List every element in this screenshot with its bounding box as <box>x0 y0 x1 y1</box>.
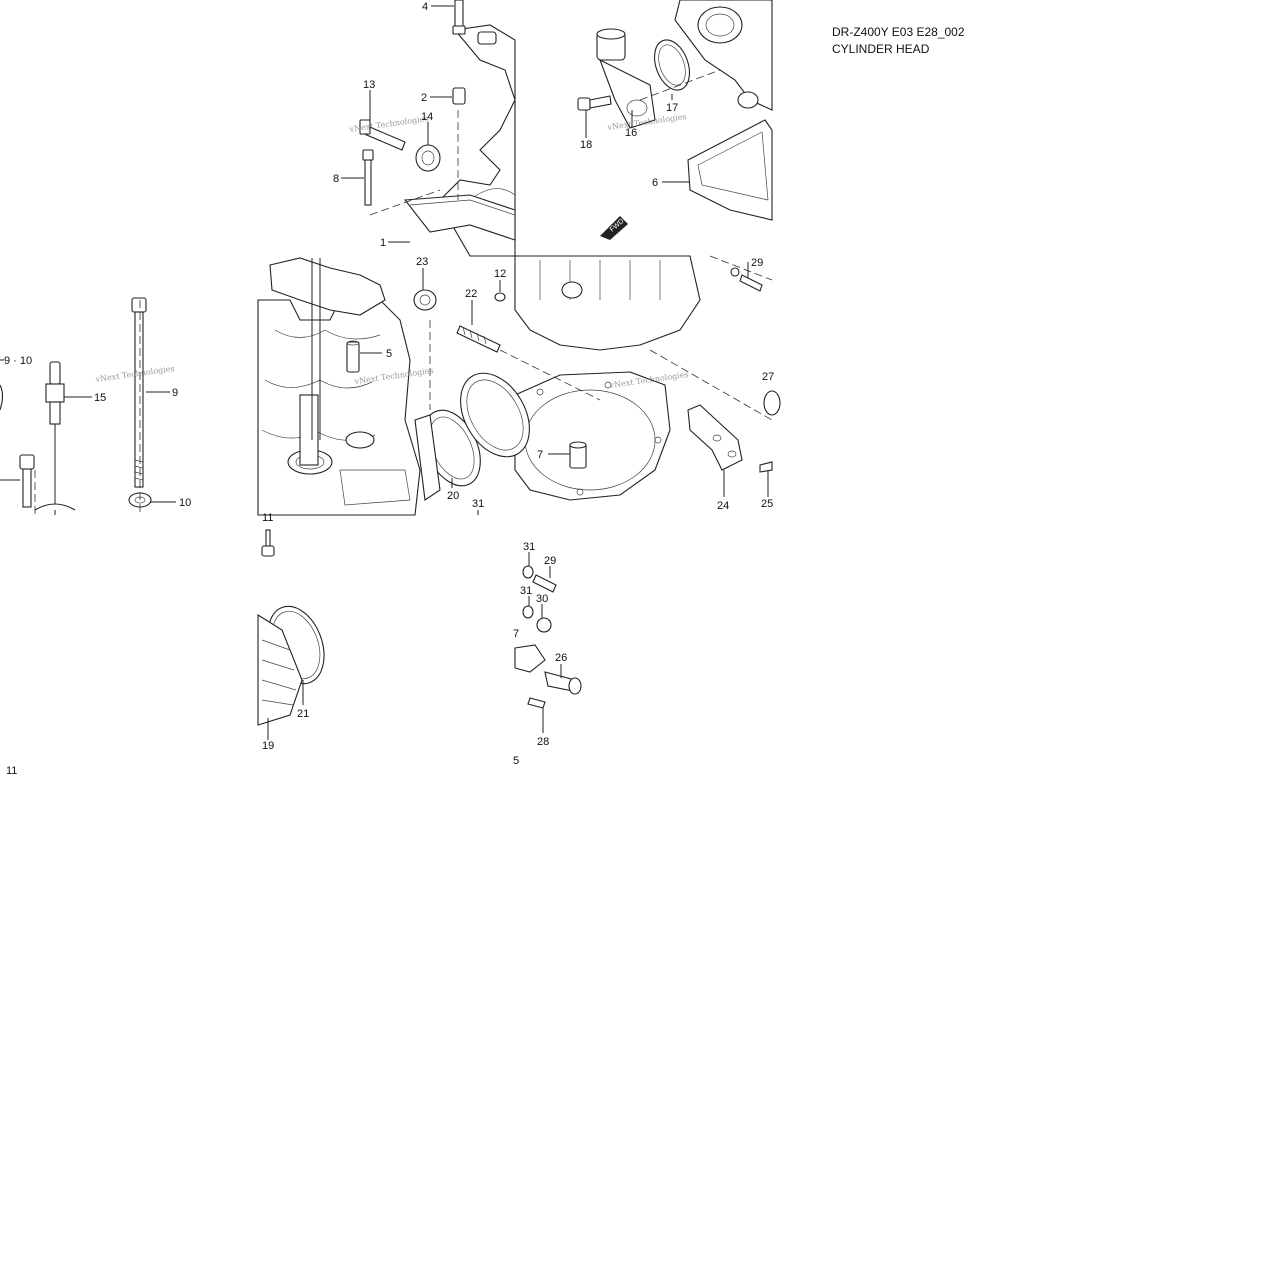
cylinder-head-cover <box>403 24 516 257</box>
callout-18: 18 <box>580 139 592 151</box>
callout-20: 20 <box>447 490 459 502</box>
spark-plug-15 <box>45 361 65 515</box>
bolt-8 <box>362 149 374 206</box>
callout-19: 19 <box>262 740 274 752</box>
valve-lifter-5 <box>346 340 360 373</box>
gasket-6 <box>687 119 773 221</box>
intake-clamp-ring <box>460 372 530 458</box>
callout-6: 6 <box>652 177 658 189</box>
callout-15: 15 <box>94 392 106 404</box>
callout-11-bottom: 11 <box>6 765 17 777</box>
washer-31-b <box>522 605 534 619</box>
callout-4: 4 <box>422 1 428 13</box>
bracket-27-lower <box>514 644 546 673</box>
pin-2 <box>452 87 466 105</box>
bolt-13 <box>359 119 406 151</box>
bolt-29-lower <box>532 574 557 593</box>
cylinder-upper <box>514 255 701 351</box>
fwd-arrow: FWD <box>600 216 628 240</box>
stud-bolt-9 <box>131 297 147 488</box>
bolt-29-upper <box>730 267 763 292</box>
water-outlet-cap-16 <box>596 28 656 129</box>
callout-28: 28 <box>537 736 549 748</box>
pin-26 <box>544 671 582 695</box>
callout-29-lower: 29 <box>544 555 556 567</box>
callout-5: 5 <box>386 348 392 360</box>
bolt-11-bottom <box>261 529 275 557</box>
bolt-28 <box>527 697 546 709</box>
callout-23: 23 <box>416 256 428 268</box>
callout-14: 14 <box>421 111 433 123</box>
edge-fragment-left <box>0 384 76 511</box>
bolt-18 <box>577 95 612 111</box>
callout-11-mid: 11 <box>262 512 273 524</box>
model-code: DR-Z400Y E03 E28_002 <box>832 25 965 39</box>
callout-7: 7 <box>537 449 543 461</box>
cylinder-gasket <box>514 371 671 501</box>
callout-9: 9 <box>172 387 178 399</box>
seal-27-upper <box>763 390 781 416</box>
alignment-lines <box>34 69 773 515</box>
callout-10: 10 <box>179 497 191 509</box>
callout-31-upper: 31 <box>472 498 484 510</box>
callout-12: 12 <box>494 268 506 280</box>
callout-16: 16 <box>625 127 637 139</box>
callout-21: 21 <box>297 708 309 720</box>
callout-8: 8 <box>333 173 339 185</box>
callout-27-lower: 7 <box>513 628 519 640</box>
callout-9-10: 9 · 10 <box>4 355 32 367</box>
cylinder-head-body <box>257 257 421 516</box>
callout-labels: 4 13 2 14 8 1 23 12 22 5 18 16 17 6 29 2… <box>4 1 774 777</box>
callout-31-a: 31 <box>523 541 535 553</box>
bracket-24 <box>687 404 743 471</box>
washer-12 <box>494 292 506 302</box>
section-title: CYLINDER HEAD <box>832 42 930 56</box>
stud-22 <box>456 325 501 353</box>
callout-29-upper: 29 <box>751 257 763 269</box>
intake-hose-19 <box>257 614 303 726</box>
callout-27-upper: 27 <box>762 371 774 383</box>
thermostat-housing <box>674 0 773 111</box>
callout-25-lower: 5 <box>513 755 519 767</box>
leader-lines <box>0 5 769 740</box>
callout-31-b: 31 <box>520 585 532 597</box>
bolt-30 <box>536 617 552 633</box>
callout-24: 24 <box>717 500 729 512</box>
oil-seal-14 <box>415 144 441 172</box>
bolt-4 <box>452 0 466 35</box>
intake-pipe-20 <box>414 409 481 501</box>
washer-31-a <box>522 565 534 579</box>
callout-17: 17 <box>666 102 678 114</box>
callout-25-upper: 25 <box>761 498 773 510</box>
title-block: DR-Z400Y E03 E28_002 CYLINDER HEAD <box>832 24 965 58</box>
callout-1: 1 <box>380 237 386 249</box>
callout-26: 26 <box>555 652 567 664</box>
o-ring-17 <box>653 39 691 91</box>
callout-2: 2 <box>421 92 427 104</box>
svg-text:vNext Technologies: vNext Technologies <box>348 114 429 134</box>
callout-30: 30 <box>536 593 548 605</box>
callout-22: 22 <box>465 288 477 300</box>
seal-23 <box>413 289 437 311</box>
dowel-pin-7 <box>569 441 587 469</box>
bolt-25-upper <box>759 461 773 473</box>
bolt-left <box>19 454 35 508</box>
callout-13: 13 <box>363 79 375 91</box>
